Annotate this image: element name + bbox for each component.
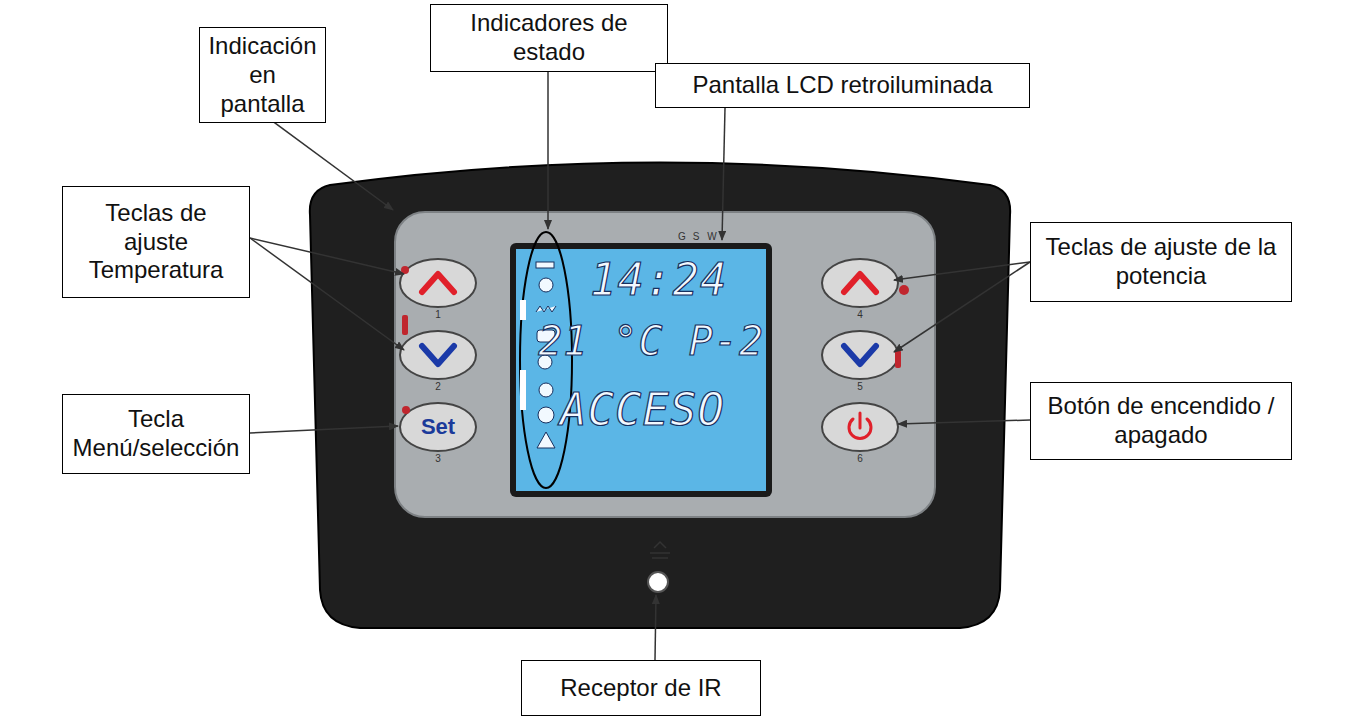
callout-text: Tecla Menú/selección (71, 405, 241, 463)
callout-box: Indicación en pantalla (199, 27, 326, 123)
callout-text: Teclas de ajuste de la potencia (1039, 233, 1283, 291)
callout-text: Teclas de ajuste Temperatura (71, 199, 241, 285)
callout-box: Indicadores de estado (430, 4, 668, 72)
mode-letter: W (707, 231, 716, 242)
callout-text: Pantalla LCD retroiluminada (692, 71, 992, 100)
callout-box: Teclas de ajuste Temperatura (62, 186, 250, 298)
lcd-clock: 14:24 (590, 254, 727, 305)
button-number: 3 (435, 453, 441, 464)
callout-text: Receptor de IR (560, 674, 721, 703)
lcd-temperature-power: 21 °C P-2 (538, 318, 764, 364)
callout-text: Indicación en pantalla (208, 32, 317, 118)
set-key-label: Set (421, 414, 455, 440)
callout-box: Tecla Menú/selección (62, 394, 250, 474)
callout-box: Receptor de IR (521, 660, 761, 716)
button-number: 6 (857, 453, 863, 464)
callout-text: Botón de encendido / apagado (1039, 392, 1283, 450)
mode-letter: S (693, 231, 700, 242)
callout-box: Pantalla LCD retroiluminada (655, 63, 1030, 108)
callout-box: Teclas de ajuste de la potencia (1030, 222, 1292, 302)
button-number: 2 (435, 381, 441, 392)
button-number: 5 (857, 381, 863, 392)
button-number: 4 (857, 309, 863, 320)
callout-box: Botón de encendido / apagado (1030, 382, 1292, 460)
lcd-status: ACCESO (560, 384, 725, 435)
mode-letter: G (678, 231, 686, 242)
button-number: 1 (435, 309, 441, 320)
callout-text: Indicadores de estado (439, 9, 659, 67)
